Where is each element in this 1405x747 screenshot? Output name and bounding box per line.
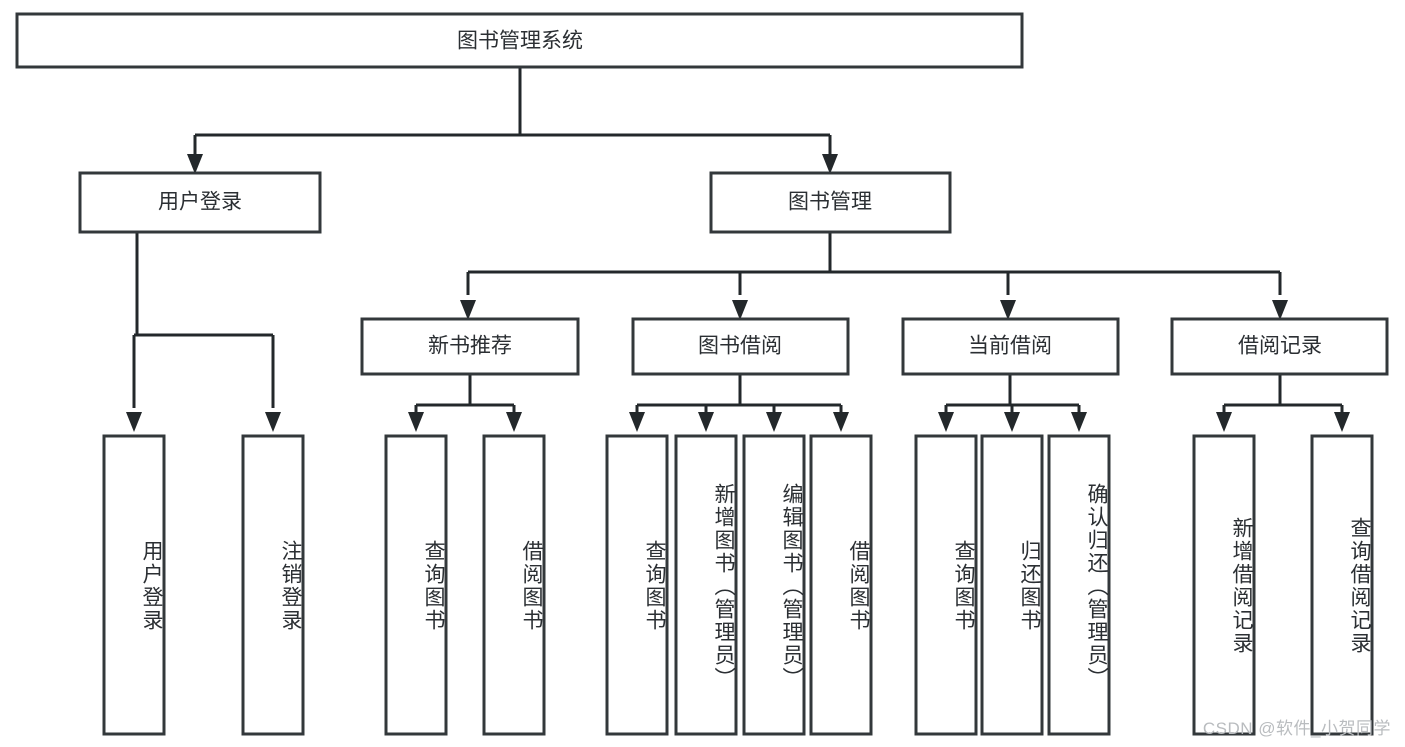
arrow-bookmanage-child-2 [732, 300, 748, 320]
node-book-borrow-label: 图书借阅 [698, 335, 782, 358]
leaf-box-user-login-1[interactable] [102, 434, 166, 736]
node-book-borrow[interactable]: 图书借阅 [631, 317, 850, 376]
node-current-borrow-box[interactable] [901, 317, 1120, 376]
leaf-box-borrow-record-2[interactable] [1310, 434, 1374, 736]
leaf-box-new-book-2[interactable] [482, 434, 546, 736]
leaf-box-user-login-2[interactable] [241, 434, 305, 736]
arrow-userlogin-leaf-2 [265, 412, 281, 432]
node-book-manage-box[interactable] [709, 171, 952, 234]
node-borrow-record[interactable]: 借阅记录 [1170, 317, 1389, 376]
arrow-userlogin-leaf-1 [126, 412, 142, 432]
arrow-bookmanage-child-3 [1000, 300, 1016, 320]
leaf-box-borrow-record-1[interactable] [1192, 434, 1256, 736]
node-new-book-recommend[interactable]: 新书推荐 [360, 317, 580, 376]
arrow-bookborrow-leaf-1 [629, 412, 645, 432]
node-user-login-label: 用户登录 [158, 191, 242, 214]
arrow-bookborrow-leaf-4 [833, 412, 849, 432]
node-root-label: 图书管理系统 [457, 30, 583, 53]
node-borrow-record-box[interactable] [1170, 317, 1389, 376]
arrow-root-to-user-login [187, 154, 203, 174]
node-borrow-record-label: 借阅记录 [1238, 335, 1322, 358]
arrow-bookmanage-child-1 [460, 300, 476, 320]
arrow-newbook-leaf-2 [506, 412, 522, 432]
leaf-box-book-borrow-4[interactable] [809, 434, 873, 736]
leaf-box-new-book-1[interactable] [384, 434, 448, 736]
leaf-box-current-borrow-1[interactable] [914, 434, 978, 736]
arrow-bookborrow-leaf-2 [698, 412, 714, 432]
watermark: CSDN @软件_小贺同学 [1202, 719, 1391, 738]
leaf-box-book-borrow-3[interactable] [742, 434, 806, 736]
node-user-login-box[interactable] [78, 171, 322, 234]
arrow-bookborrow-leaf-3 [766, 412, 782, 432]
node-new-book-recommend-box[interactable] [360, 317, 580, 376]
arrow-borrowrecord-leaf-1 [1216, 412, 1232, 432]
arrow-borrowrecord-leaf-2 [1334, 412, 1350, 432]
node-root-box[interactable] [15, 12, 1024, 69]
node-user-login[interactable]: 用户登录 [78, 171, 322, 234]
node-book-borrow-box[interactable] [631, 317, 850, 376]
leaf-box-book-borrow-1[interactable] [605, 434, 669, 736]
leaf-box-book-borrow-2[interactable] [674, 434, 738, 736]
arrow-currentborrow-leaf-2 [1004, 412, 1020, 432]
node-current-borrow[interactable]: 当前借阅 [901, 317, 1120, 376]
node-new-book-recommend-label: 新书推荐 [428, 335, 512, 358]
leaf-box-current-borrow-2[interactable] [980, 434, 1044, 736]
node-root[interactable]: 图书管理系统 [15, 12, 1024, 69]
connectors [126, 67, 1350, 432]
arrow-currentborrow-leaf-3 [1071, 412, 1087, 432]
node-book-manage-label: 图书管理 [788, 191, 872, 214]
leaf-box-current-borrow-3[interactable] [1047, 434, 1111, 736]
node-current-borrow-label: 当前借阅 [968, 335, 1052, 358]
arrow-bookmanage-child-4 [1272, 300, 1288, 320]
arrow-currentborrow-leaf-1 [938, 412, 954, 432]
arrow-newbook-leaf-1 [408, 412, 424, 432]
arrow-root-to-book-manage [822, 154, 838, 174]
leaf-boxes [102, 434, 1374, 736]
node-book-manage[interactable]: 图书管理 [709, 171, 952, 234]
